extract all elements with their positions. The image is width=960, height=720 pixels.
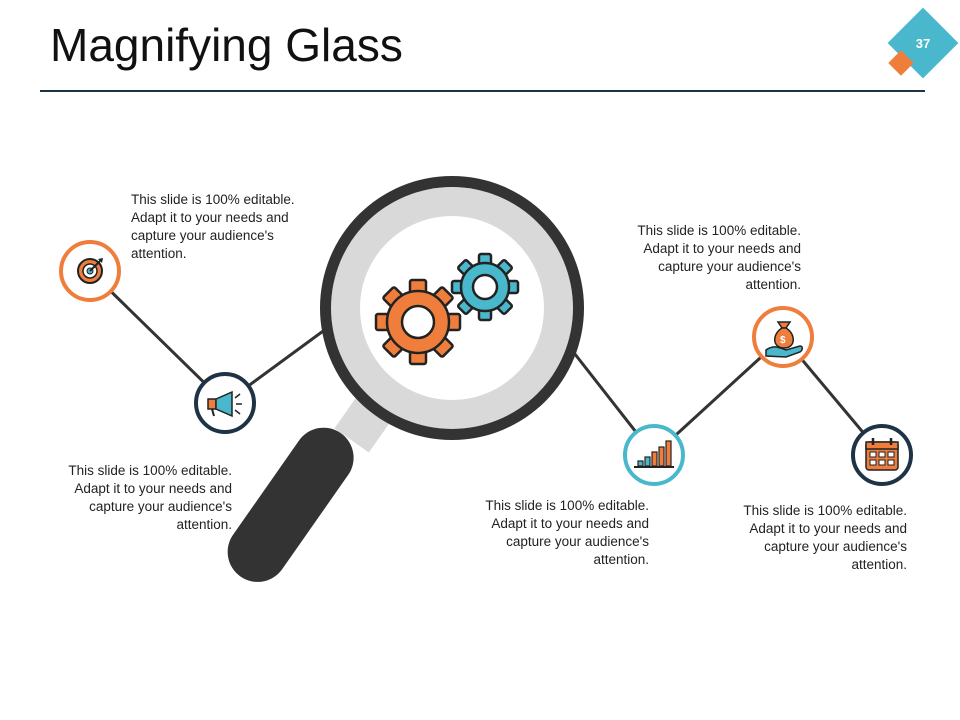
gear-icon — [450, 252, 520, 322]
target-gear-icon — [77, 258, 103, 284]
caption-money-bag: This slide is 100% editable. Adapt it to… — [637, 223, 801, 292]
glass-handle — [227, 427, 354, 582]
bar-chart-icon — [634, 440, 674, 468]
svg-text:$: $ — [780, 335, 786, 346]
money-bag-hand-icon: $ — [765, 321, 803, 358]
caption-megaphone: This slide is 100% editable. Adapt it to… — [68, 463, 232, 532]
magnifying-glass-icon — [227, 176, 584, 582]
megaphone-icon — [207, 390, 242, 418]
caption-calendar: This slide is 100% editable. Adapt it to… — [743, 503, 907, 572]
node-bar-chart — [623, 424, 685, 486]
page-number: 37 — [915, 36, 931, 51]
caption-target: This slide is 100% editable. Adapt it to… — [131, 192, 295, 261]
calendar-icon — [865, 438, 899, 471]
glass-lens — [360, 216, 544, 400]
title-divider — [40, 90, 925, 92]
slide-title: Magnifying Glass — [50, 19, 403, 71]
node-target — [59, 240, 121, 302]
node-money-bag: $ — [752, 306, 814, 368]
caption-bar-chart: This slide is 100% editable. Adapt it to… — [485, 498, 649, 567]
gear-icon — [374, 278, 462, 366]
node-megaphone — [194, 372, 256, 434]
node-calendar — [851, 424, 913, 486]
